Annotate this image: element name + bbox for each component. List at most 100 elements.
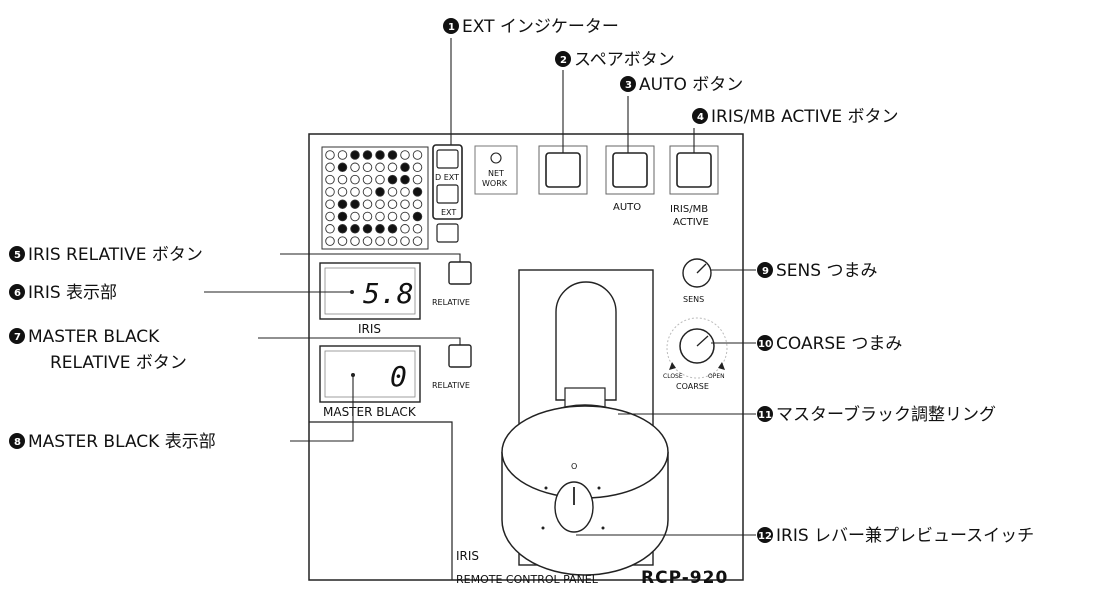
svg-text:SENS つまみ: SENS つまみ — [776, 261, 877, 281]
irismb-label-2: ACTIVE — [673, 217, 709, 228]
model-name: RCP-920 — [641, 568, 728, 588]
matrix-dot — [325, 211, 335, 222]
iris-display: 5.8 IRIS — [319, 262, 421, 336]
matrix-dot — [387, 174, 398, 185]
matrix-dot — [412, 150, 423, 160]
lever-o-mark: O — [571, 462, 577, 471]
leader-lines — [204, 38, 756, 536]
svg-text:IRIS RELATIVE ボタン: IRIS RELATIVE ボタン — [28, 245, 203, 265]
callout-1: 1 EXT インジケーター — [443, 17, 619, 37]
ext-indicator: D EXT EXT — [432, 144, 463, 243]
callout-5: 5 IRIS RELATIVE ボタン — [9, 245, 203, 265]
dot-matrix — [321, 146, 429, 250]
matrix-dot — [337, 236, 348, 246]
svg-text:8: 8 — [14, 437, 21, 448]
mb-relative-button[interactable]: RELATIVE — [432, 344, 472, 390]
matrix-dot — [362, 174, 373, 185]
sens-knob[interactable]: SENS — [682, 258, 712, 304]
matrix-dot — [375, 211, 385, 222]
callout-7: 7 MASTER BLACK RELATIVE ボタン — [9, 327, 187, 373]
iris-relative-button[interactable]: RELATIVE — [432, 261, 472, 307]
mb-relative-label: RELATIVE — [432, 381, 470, 390]
callout-9: 9 SENS つまみ — [757, 261, 877, 281]
matrix-dot — [387, 162, 398, 173]
matrix-dot — [400, 174, 410, 185]
matrix-dot — [325, 199, 335, 209]
matrix-dot — [412, 211, 423, 222]
matrix-dot — [412, 236, 423, 246]
matrix-dot — [387, 211, 398, 222]
callout-12: 12 IRIS レバー兼プレビュースイッチ — [757, 526, 1034, 546]
matrix-dot — [362, 199, 373, 209]
svg-text:スペアボタン: スペアボタン — [574, 50, 675, 70]
spare-small-button[interactable] — [436, 223, 459, 243]
matrix-dot — [350, 224, 360, 234]
matrix-dot — [337, 199, 348, 209]
matrix-dot — [325, 174, 335, 185]
ext-top-label: D EXT — [435, 173, 459, 182]
matrix-dot — [362, 187, 373, 197]
svg-text:12: 12 — [758, 531, 772, 542]
coarse-knob[interactable]: CLOSE OPEN COARSE — [663, 317, 728, 391]
matrix-dot — [387, 224, 398, 234]
matrix-dot — [350, 150, 360, 160]
svg-text:RELATIVE ボタン: RELATIVE ボタン — [50, 353, 187, 373]
matrix-dot — [400, 211, 410, 222]
preview-switch[interactable] — [554, 481, 594, 533]
matrix-dot — [412, 174, 423, 185]
svg-text:4: 4 — [697, 112, 704, 123]
callout-4: 4 IRIS/MB ACTIVE ボタン — [692, 107, 898, 127]
matrix-dot — [412, 162, 423, 173]
matrix-dot — [400, 224, 410, 234]
iris-mb-active-button[interactable]: IRIS/MB ACTIVE — [669, 145, 719, 228]
svg-text:EXT インジケーター: EXT インジケーター — [462, 17, 619, 37]
matrix-dot — [337, 150, 348, 160]
matrix-dot — [325, 187, 335, 197]
matrix-dot — [325, 236, 335, 246]
lever-section-outline — [309, 421, 453, 580]
matrix-dot — [400, 162, 410, 173]
network-indicator: NET WORK — [474, 145, 518, 195]
matrix-dot — [387, 187, 398, 197]
svg-text:10: 10 — [758, 339, 772, 350]
matrix-dot — [337, 211, 348, 222]
svg-text:IRIS レバー兼プレビュースイッチ: IRIS レバー兼プレビュースイッチ — [776, 526, 1034, 546]
matrix-dot — [412, 187, 423, 197]
irismb-label-1: IRIS/MB — [670, 204, 708, 215]
svg-text:3: 3 — [625, 80, 632, 91]
iris-display-value: 5.8 — [363, 277, 414, 310]
mb-display-value: 0 — [390, 360, 407, 393]
matrix-dot — [362, 211, 373, 222]
matrix-dot — [375, 187, 385, 197]
auto-button[interactable]: AUTO — [605, 145, 655, 213]
iris-bottom-label: IRIS — [456, 549, 479, 563]
iris-relative-label: RELATIVE — [432, 298, 470, 307]
svg-text:MASTER BLACK: MASTER BLACK — [28, 327, 160, 347]
matrix-dot — [337, 174, 348, 185]
svg-text:6: 6 — [14, 288, 21, 299]
matrix-dot — [387, 199, 398, 209]
panel-outline — [308, 133, 744, 581]
close-label: CLOSE — [663, 373, 683, 380]
callout-10: 10 COARSE つまみ — [757, 334, 902, 354]
matrix-dot — [362, 162, 373, 173]
svg-text:11: 11 — [758, 410, 772, 421]
matrix-dot — [400, 236, 410, 246]
matrix-dot — [325, 162, 335, 173]
matrix-dot — [400, 187, 410, 197]
svg-text:IRIS 表示部: IRIS 表示部 — [28, 283, 117, 303]
matrix-dot — [350, 211, 360, 222]
matrix-dot — [350, 199, 360, 209]
matrix-dot — [362, 224, 373, 234]
svg-text:MASTER BLACK 表示部: MASTER BLACK 表示部 — [28, 432, 216, 452]
coarse-label: COARSE — [676, 382, 709, 391]
matrix-dot — [400, 199, 410, 209]
svg-text:AUTO ボタン: AUTO ボタン — [639, 75, 743, 95]
matrix-dot — [350, 162, 360, 173]
iris-lever[interactable]: O — [501, 387, 669, 576]
spare-button[interactable] — [538, 145, 588, 195]
matrix-dot — [325, 224, 335, 234]
network-label-1: NET — [488, 169, 504, 178]
